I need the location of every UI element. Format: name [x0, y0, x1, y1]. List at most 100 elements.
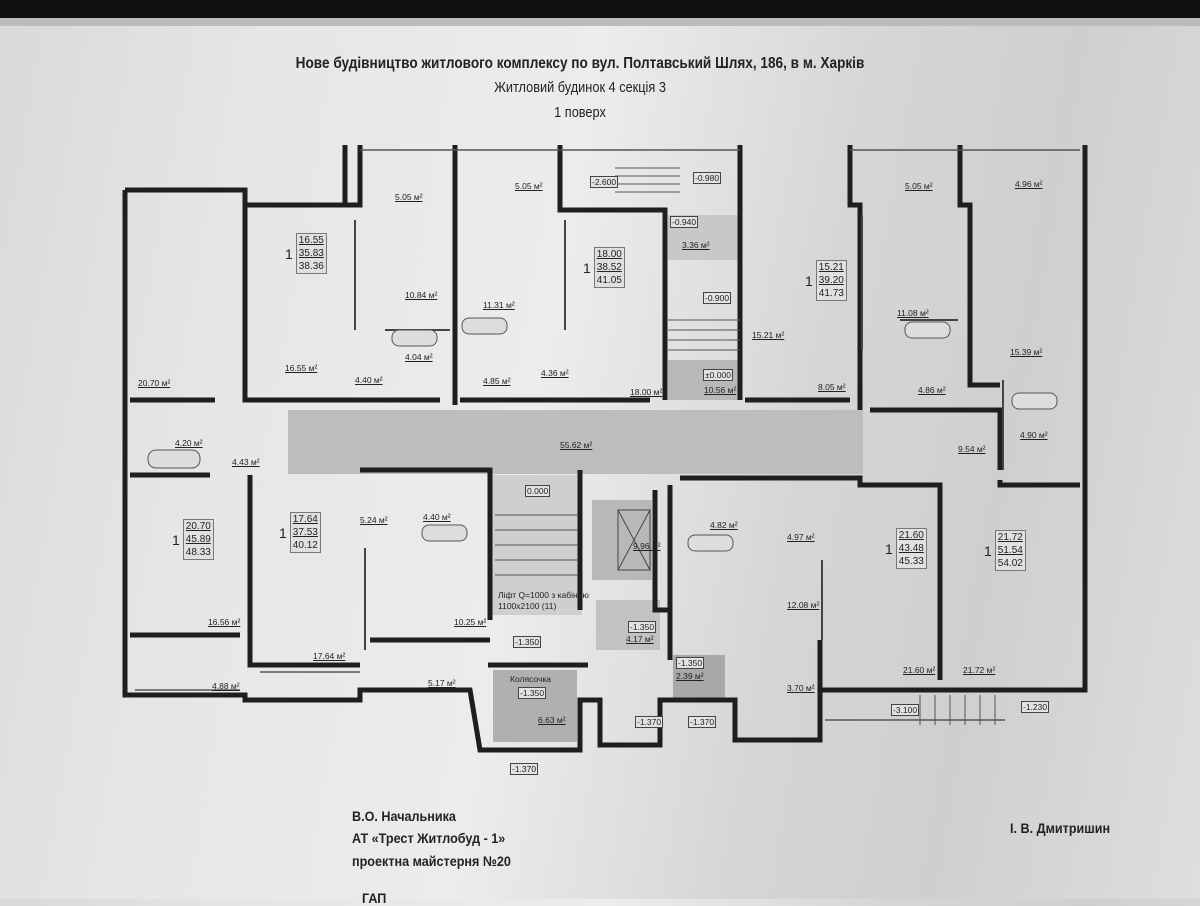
area-with-balcony: 54.02: [997, 558, 1023, 569]
room-area-label: 16.55 м²: [285, 363, 318, 373]
room-area-label: 5.05 м²: [515, 181, 543, 191]
floor-label: 1 поверх: [554, 104, 606, 121]
footer-company: АТ «Трест Житлобуд - 1»: [352, 830, 506, 846]
room-area-label: 2.39 м²: [676, 671, 704, 681]
living-area: 17.64: [292, 514, 318, 525]
room-area-label: 21.60 м²: [903, 665, 936, 675]
room-area-label: 10.25 м²: [454, 617, 487, 627]
elevation-mark: -0.980: [693, 172, 722, 184]
elevation-mark: -1.350: [518, 687, 547, 699]
room-area-label: 3.70 м²: [787, 683, 815, 693]
total-area: 43.48: [898, 543, 924, 554]
room-area-label: 21.72 м²: [963, 665, 996, 675]
room-count: 1: [885, 540, 893, 557]
document-title: Нове будівництво житлового комплексу по …: [295, 55, 865, 72]
room-area-label: 12.08 м²: [787, 600, 820, 610]
room-area-label: 17.64 м²: [313, 651, 346, 661]
apartment-area-box: 15.21 39.20 41.73: [815, 260, 847, 301]
room-count: 1: [279, 524, 287, 541]
apartment-summary: 1 17.64 37.53 40.12: [279, 512, 321, 553]
room-area-label: 4.43 м²: [232, 457, 260, 467]
elevation-mark: -3.100: [891, 704, 920, 716]
bathtubs: [147, 317, 1058, 552]
elevation-mark: -1.230: [1021, 701, 1050, 713]
document-subtitle: Житловий будинок 4 секція 3: [494, 79, 666, 96]
room-area-label: 5.05 м²: [905, 181, 933, 191]
total-area: 39.20: [818, 275, 844, 286]
room-area-label: 11.31 м²: [483, 300, 515, 310]
room-area-label: 20.70 м²: [138, 378, 171, 388]
area-with-balcony: 41.73: [818, 288, 844, 299]
footer-gap: ГАП: [362, 890, 387, 906]
total-area: 38.52: [596, 262, 622, 273]
room-area-label: 4.85 м²: [483, 376, 511, 386]
room-count: 1: [172, 531, 180, 548]
room-count: 1: [285, 245, 293, 262]
room-area-label: 16.56 м²: [208, 617, 241, 627]
area-with-balcony: 45.33: [898, 556, 924, 567]
elevation-mark: -1.370: [635, 716, 664, 728]
room-area-label: 4.86 м²: [918, 385, 946, 395]
apartment-area-box: 17.64 37.53 40.12: [289, 512, 321, 553]
elevation-mark: ±0.000: [703, 369, 733, 381]
room-area-label: 15.39 м²: [1010, 347, 1043, 357]
apartment-summary: 1 15.21 39.20 41.73: [805, 260, 847, 301]
room-area-label: 9.96 м²: [633, 541, 661, 551]
elevation-mark: -1.350: [628, 621, 657, 633]
room-area-label: 4.96 м²: [1015, 179, 1043, 189]
room-area-label: 5.17 м²: [428, 678, 456, 688]
room-area-label: 4.90 м²: [1020, 430, 1048, 440]
living-area: 15.21: [818, 262, 844, 273]
room-area-label: 11.08 м²: [897, 308, 929, 318]
room-count: 1: [583, 259, 591, 276]
living-area: 16.55: [298, 235, 324, 246]
paper-edge: [0, 18, 1200, 26]
room-area-label: 4.36 м²: [541, 368, 569, 378]
apartment-summary: 1 18.00 38.52 41.05: [583, 247, 625, 288]
area-with-balcony: 40.12: [292, 540, 318, 551]
room-area-label: 4.88 м²: [212, 681, 240, 691]
elevation-mark: -1.350: [676, 657, 705, 669]
room-area-label: 9.54 м²: [958, 444, 986, 454]
room-area-label: 15.21 м²: [752, 330, 785, 340]
elevator-shaft: [617, 509, 651, 571]
area-with-balcony: 48.33: [185, 547, 211, 558]
room-count: 1: [984, 542, 992, 559]
plan-note: Колясочка: [510, 674, 552, 684]
plan-note: 1100x2100 (11): [498, 601, 557, 611]
room-area-label: 4.82 м²: [710, 520, 738, 530]
photo-dark-border: [0, 0, 1200, 22]
room-area-label: 4.40 м²: [423, 512, 451, 522]
living-area: 20.70: [185, 521, 211, 532]
elevation-mark: 0.000: [525, 485, 551, 497]
elevation-mark: -1.370: [688, 716, 717, 728]
elevation-mark: -1.350: [513, 636, 542, 648]
total-area: 51.54: [997, 545, 1023, 556]
thin-partitions: [354, 215, 1004, 650]
area-with-balcony: 38.36: [298, 261, 324, 272]
elevation-mark: -0.900: [703, 292, 732, 304]
stairs: [495, 167, 996, 725]
living-area: 18.00: [596, 249, 622, 260]
total-area: 37.53: [292, 527, 318, 538]
room-area-label: 8.05 м²: [818, 382, 846, 392]
room-area-label: 10.84 м²: [405, 290, 438, 300]
room-area-label: 3.36 м²: [682, 240, 710, 250]
room-area-label: 10.56 м²: [704, 385, 737, 395]
room-area-label: 55.62 м²: [560, 440, 593, 450]
room-area-label: 5.05 м²: [395, 192, 423, 202]
footer-workshop: проектна майстерня №20: [352, 853, 511, 869]
area-with-balcony: 41.05: [596, 275, 622, 286]
room-area-label: 4.40 м²: [355, 375, 383, 385]
walls: [122, 145, 1088, 753]
living-area: 21.60: [898, 530, 924, 541]
balcony-lines: [135, 149, 1080, 721]
room-count: 1: [805, 272, 813, 289]
apartment-area-box: 21.60 43.48 45.33: [895, 528, 927, 569]
